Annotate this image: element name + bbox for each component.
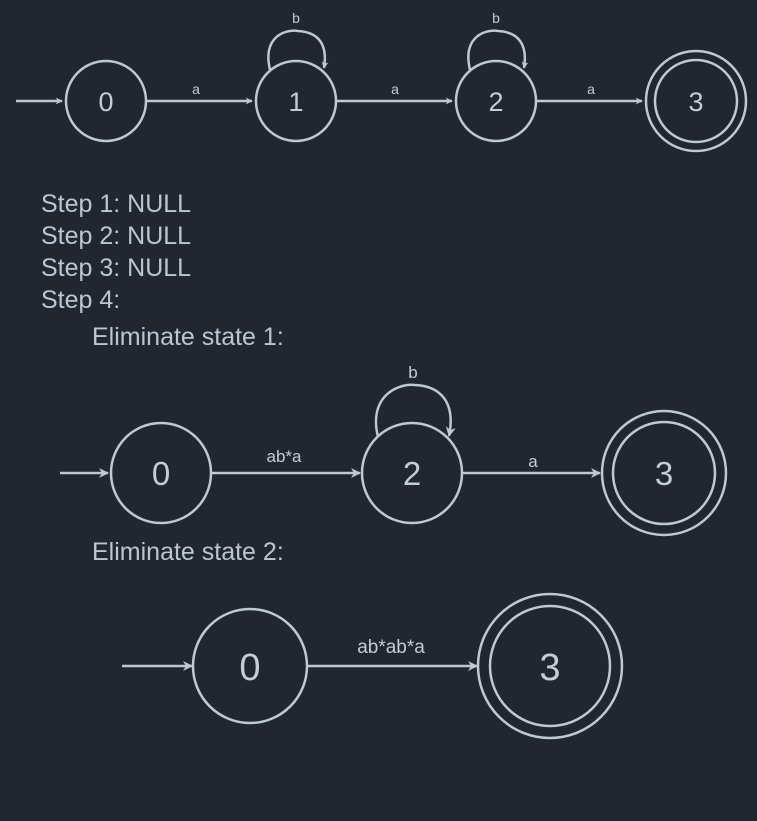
- state-3-label: 3: [539, 647, 560, 689]
- state-2-label: 2: [488, 87, 503, 117]
- state-3-inner: [653, 58, 739, 144]
- edge-0-1-label: a: [192, 81, 200, 97]
- automaton-eliminate-1: [60, 383, 728, 537]
- state-3-inner: [611, 420, 717, 526]
- eliminate-state-2-heading: Eliminate state 2:: [92, 538, 284, 566]
- edge-2-3-label: a: [587, 81, 595, 97]
- loop-2-label: b: [408, 363, 417, 382]
- state-3-inner: [488, 604, 612, 728]
- step-4: Step 4:: [41, 286, 121, 314]
- edge-1-2-label: a: [391, 81, 399, 97]
- state-0-label: 0: [239, 647, 260, 689]
- step-3: Step 3: NULL: [41, 254, 192, 282]
- state-3-label: 3: [688, 87, 703, 117]
- edge-2-3-label: a: [528, 452, 538, 471]
- automaton-eliminate-2: [122, 592, 624, 740]
- state-2-label: 2: [403, 455, 421, 492]
- step-1: Step 1: NULL: [41, 190, 192, 218]
- eliminate-state-1-heading: Eliminate state 1:: [92, 323, 284, 351]
- state-3-outer: [600, 409, 728, 537]
- state-3-label: 3: [655, 455, 673, 492]
- automaton-original: [16, 29, 748, 153]
- state-3-outer: [644, 49, 748, 153]
- edge-0-2-label: ab*a: [267, 447, 303, 466]
- state-1-label: 1: [288, 87, 303, 117]
- state-0-label: 0: [98, 87, 113, 117]
- loop-2: [467, 29, 529, 71]
- loop-1: [267, 29, 329, 71]
- automaton-original-labels: 0 1 2 3 a b a b a: [98, 10, 703, 117]
- state-0-label: 0: [152, 455, 170, 492]
- state-3-outer: [476, 592, 624, 740]
- automaton-eliminate-2-labels: 0 3 ab*ab*a: [239, 637, 560, 689]
- loop-2: [374, 383, 456, 438]
- steps-list: Step 1: NULL Step 2: NULL Step 3: NULL S…: [41, 188, 191, 316]
- loop-1-label: b: [292, 10, 300, 26]
- loop-2-label: b: [492, 10, 500, 26]
- step-2: Step 2: NULL: [41, 222, 192, 250]
- edge-0-3-label: ab*ab*a: [357, 637, 425, 658]
- automaton-eliminate-1-labels: 0 2 3 ab*a b a: [152, 363, 673, 492]
